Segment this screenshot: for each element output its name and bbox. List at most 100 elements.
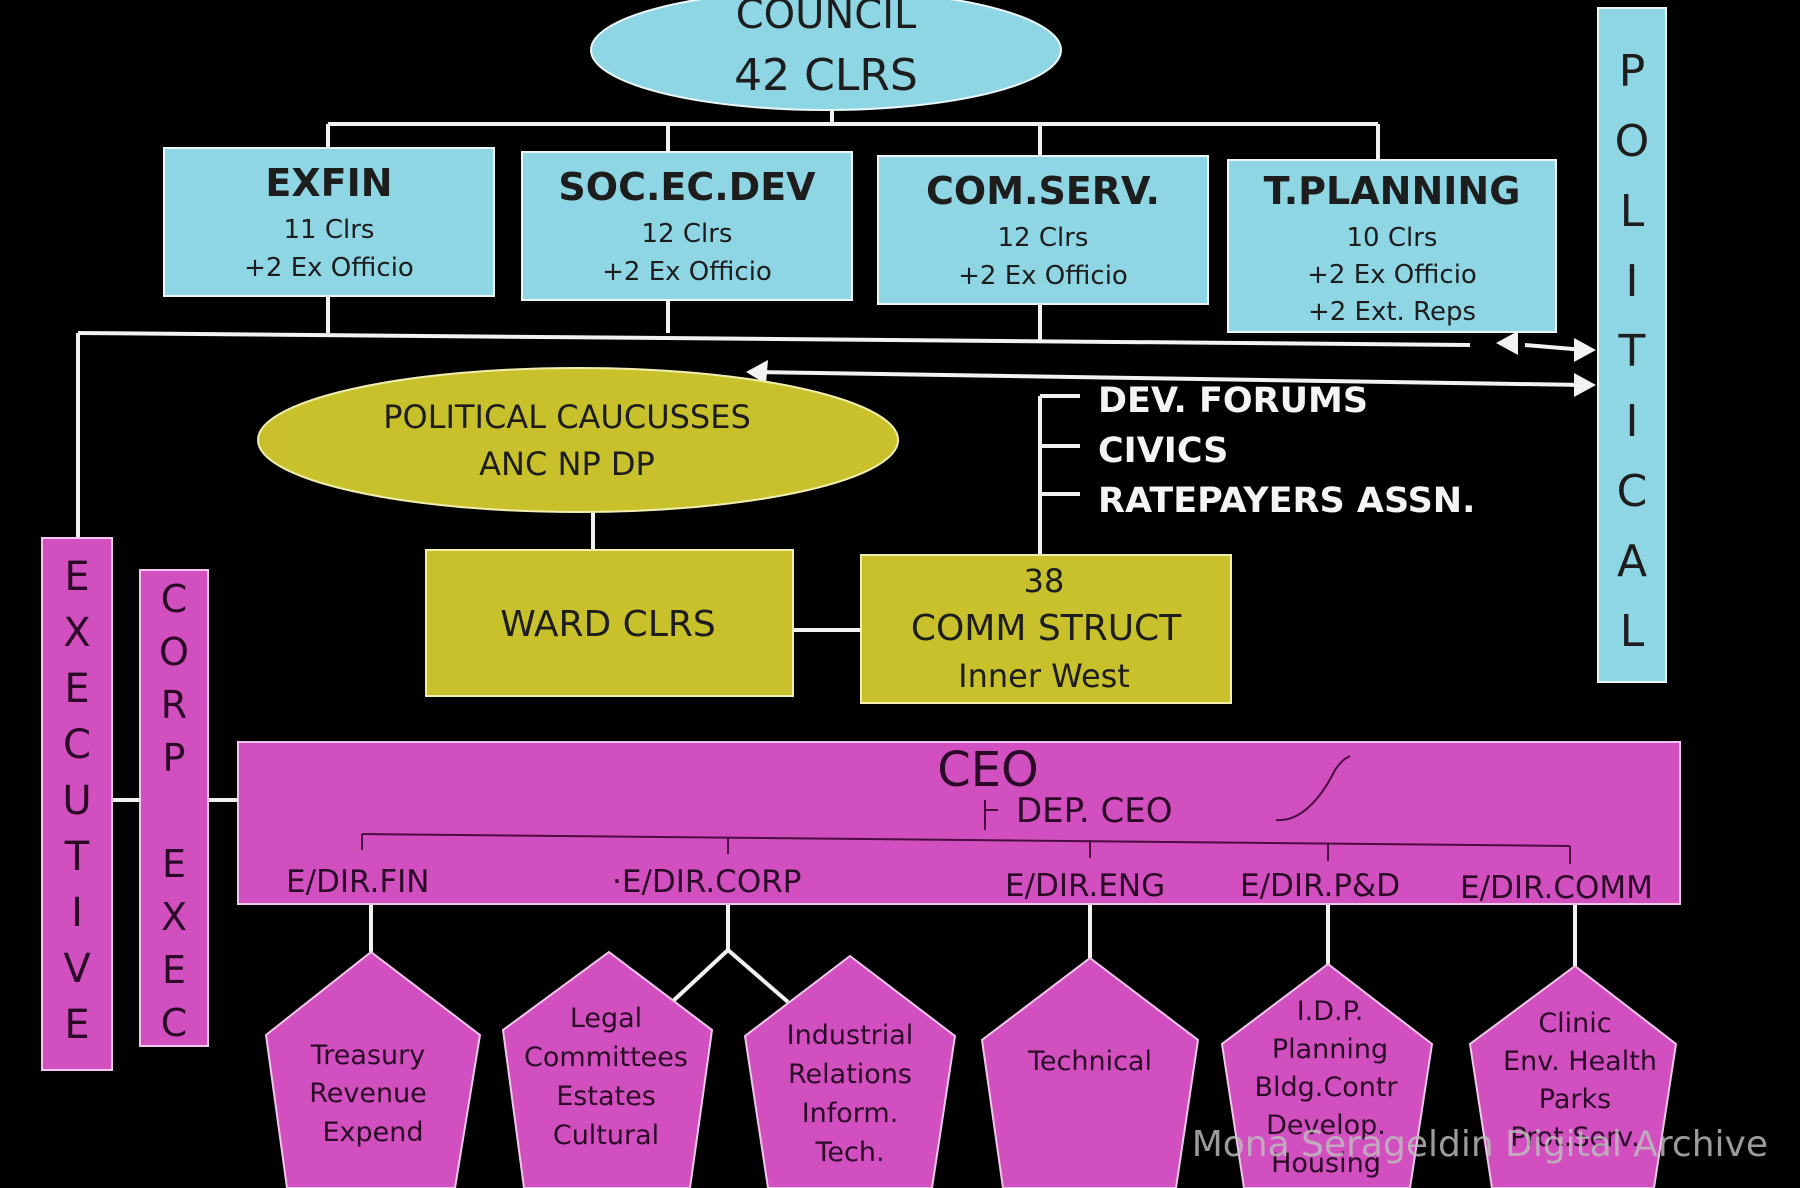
vertical-letter: P [163,736,186,780]
ward-label: WARD CLRS [500,604,716,645]
archive-watermark: Mona Serageldin Digital Archive [1192,1124,1768,1165]
dept-planning: I.D.P. Planning Bldg.Contr Develop. Hous… [1220,962,1434,1188]
director-corp: ·E/DIR.CORP [612,864,801,900]
vertical-letter: V [63,946,91,992]
dept-line: Housing [1271,1148,1381,1179]
dept-legal: Legal Committees Estates Cultural [501,950,714,1188]
arrow-left-icon [746,360,768,384]
vertical-letter: E [64,1002,89,1048]
committee-line: +2 Ex Officio [1307,260,1477,290]
vertical-letter: I [71,890,83,936]
ward-clrs-box: WARD CLRS [425,549,794,697]
forum-item: DEV. FORUMS [1098,381,1368,421]
connectors [76,108,1586,1004]
committee-soc-ec-dev: SOC.EC.DEV 12 Clrs +2 Ex Officio [521,151,853,301]
dept-line: Prot.Serv. [1510,1122,1639,1153]
council-node: COUNCIL 42 CLRS [590,0,1062,111]
vertical-letter: X [161,895,187,939]
director-eng: E/DIR.ENG [1005,868,1165,904]
vertical-letter: E [64,666,89,712]
arrow-right-icon [1574,373,1596,397]
dep-ceo-label: DEP. CEO [1016,791,1172,831]
dept-line: Bldg.Contr [1254,1072,1398,1103]
vertical-letter: P [1619,46,1646,97]
committee-title: COM.SERV. [926,169,1160,213]
vertical-letter: E [162,948,186,992]
committee-exfin: EXFIN 11 Clrs +2 Ex Officio [163,147,495,297]
committee-line: 10 Clrs [1347,223,1438,253]
vertical-letter: A [1617,536,1647,587]
comm-title: COMM STRUCT [911,608,1182,649]
forum-item: CIVICS [1098,431,1228,471]
dept-line: Treasury [310,1040,425,1071]
ceo-title: CEO [937,742,1039,798]
dept-line: Technical [1027,1046,1152,1077]
vertical-letter: L [1620,186,1645,237]
dept-line: Expend [322,1117,423,1148]
dept-line: Committees [524,1042,688,1073]
vertical-letter: C [63,722,91,768]
dept-line: Estates [556,1081,656,1112]
vertical-letter: T [1618,326,1646,377]
dept-line: Env. Health [1503,1046,1657,1077]
director-comm: E/DIR.COMM [1460,870,1653,906]
vertical-letter: I [1626,256,1639,307]
dept-line: Revenue [309,1078,427,1109]
committee-line: +2 Ext. Reps [1308,297,1476,327]
committee-title: SOC.EC.DEV [558,165,816,209]
dept-line: Industrial [787,1020,914,1051]
vertical-letter: E [64,554,89,600]
council-count: 42 CLRS [734,50,918,101]
dept-treasury: Treasury Revenue Expend [264,950,482,1188]
arrow-left-icon [1496,331,1518,355]
dept-line: Clinic [1538,1008,1611,1039]
committee-line: +2 Ex Officio [244,253,414,283]
dept-line: Tech. [814,1137,884,1168]
dept-line: Relations [788,1059,912,1090]
dept-line: I.D.P. [1297,996,1364,1027]
council-title: COUNCIL [736,0,917,38]
caucus-title: POLITICAL CAUCUSSES [383,398,751,436]
committee-line: 12 Clrs [642,219,733,249]
vertical-letter: U [62,778,91,824]
committee-title: T.PLANNING [1264,169,1521,213]
dept-line: Legal [570,1003,642,1034]
committee-line: 12 Clrs [998,223,1089,253]
vertical-letter: C [161,1001,188,1045]
vertical-letter: E [162,842,186,886]
vertical-letter: L [1620,606,1645,657]
committee-com-serv: COM.SERV. 12 Clrs +2 Ex Officio [877,155,1209,305]
comm-count: 38 [1024,562,1065,600]
political-caucusses: POLITICAL CAUCUSSES ANC NP DP [257,367,899,513]
forum-item: RATEPAYERS ASSN. [1098,481,1475,521]
dept-clinic: Clinic Env. Health Parks Prot.Serv. [1468,964,1678,1188]
dept-line: Planning [1272,1034,1388,1065]
committee-t-planning: T.PLANNING 10 Clrs +2 Ex Officio +2 Ext.… [1227,159,1557,333]
vertical-letter: X [63,610,90,656]
comm-struct-box: 38 COMM STRUCT Inner West [860,554,1232,704]
forums-list: DEV. FORUMS CIVICS RATEPAYERS ASSN. [1098,381,1475,521]
committee-title: EXFIN [265,161,392,205]
arrow-heads [746,331,1596,397]
dept-technical: Technical [980,956,1200,1188]
comm-area: Inner West [958,657,1130,695]
vertical-letter: O [1615,116,1650,167]
caucus-parties: ANC NP DP [479,445,655,483]
director-pd: E/DIR.P&D [1240,868,1400,904]
dept-line: Inform. [802,1098,899,1129]
committee-line: +2 Ex Officio [958,261,1128,291]
vertical-letter: T [64,834,90,880]
vertical-letter: I [1626,396,1639,447]
vertical-letter: O [159,630,189,674]
director-fin: E/DIR.FIN [286,864,430,900]
dept-line: Cultural [553,1120,659,1151]
committee-line: 11 Clrs [284,215,375,245]
dept-line: Parks [1539,1084,1611,1115]
vertical-letter: C [1617,466,1648,517]
committee-line: +2 Ex Officio [602,257,772,287]
political-bar: POLITICAL [1597,7,1667,683]
ceo-block: CEO DEP. CEO E/DIR.FIN ·E/DIR.CORP E/DIR… [237,741,1681,906]
